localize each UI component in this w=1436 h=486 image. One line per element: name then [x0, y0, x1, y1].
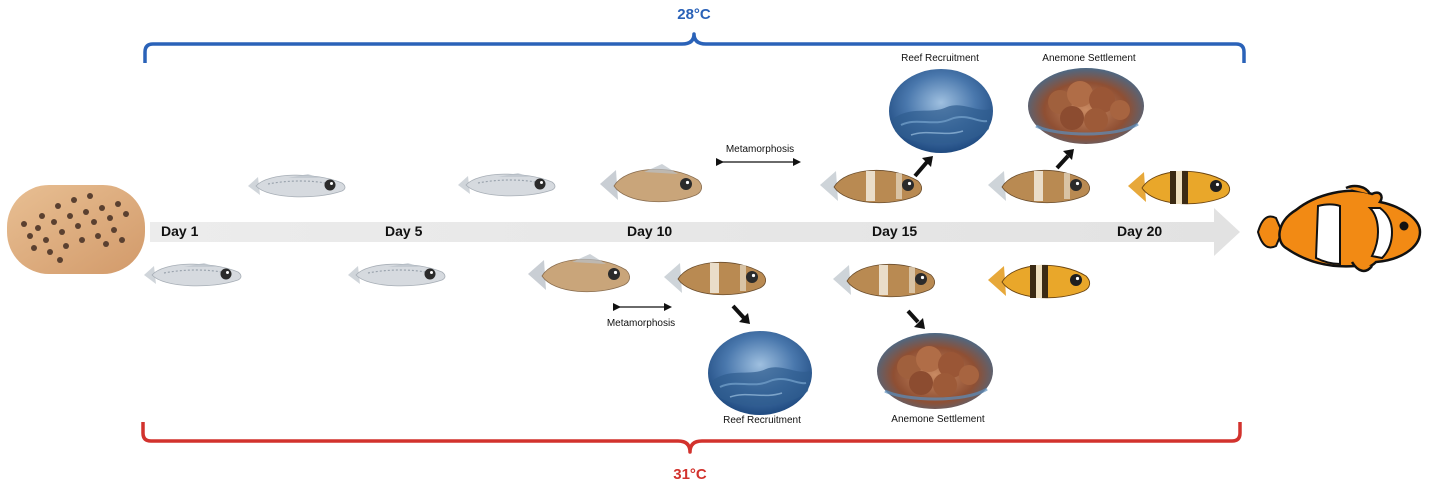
settlement-arrow-head	[922, 156, 933, 167]
temperature-label-top: 28°C	[677, 6, 711, 23]
juvenile-clownfish-icon	[832, 263, 936, 298]
adult-clownfish-icon	[1256, 184, 1422, 273]
settlement-arrow	[913, 160, 929, 178]
larval-fish-icon	[457, 172, 556, 197]
reef-recruitment-label-bottom: Reef Recruitment	[723, 415, 801, 426]
settlement-arrow	[906, 309, 920, 324]
settlement-arrow-head	[1063, 149, 1074, 160]
metamorphosis-label-bottom: Metamorphosis	[606, 318, 676, 329]
juvenile-clownfish-icon	[987, 264, 1091, 299]
larval-fish-icon	[247, 173, 346, 198]
anemone-settlement-label-bottom: Anemone Settlement	[891, 414, 985, 425]
temperature-label-bottom: 31°C	[673, 466, 707, 483]
larval-fish-icon	[143, 262, 242, 287]
settlement-arrow-head	[914, 318, 925, 329]
juvenile-clownfish-icon	[819, 169, 923, 204]
anemone-settlement-label-top: Anemone Settlement	[1042, 53, 1136, 64]
anemone-habitat-icon	[1026, 66, 1146, 146]
juvenile-clownfish-icon	[599, 163, 703, 203]
juvenile-clownfish-icon	[987, 169, 1091, 204]
egg-clutch-icon	[7, 185, 145, 274]
settlement-arrow-head	[739, 313, 750, 324]
timeline-arrow	[150, 208, 1240, 256]
day-label-15: Day 15	[872, 223, 918, 239]
day-label-20: Day 20	[1117, 223, 1163, 239]
reef-recruitment-label-top: Reef Recruitment	[901, 53, 979, 64]
larval-fish-icon	[347, 262, 446, 287]
reef-habitat-icon	[888, 68, 994, 154]
day-label-5: Day 5	[385, 223, 423, 239]
bottom-bracket	[141, 422, 1242, 454]
metamorphosis-label-top: Metamorphosis	[725, 144, 795, 155]
settlement-arrow	[731, 304, 746, 320]
juvenile-clownfish-icon	[663, 261, 767, 296]
anemone-habitat-icon	[875, 331, 995, 411]
reef-habitat-icon	[707, 330, 813, 416]
juvenile-clownfish-icon	[527, 253, 631, 293]
top-bracket	[143, 32, 1246, 63]
day-label-1: Day 1	[161, 223, 199, 239]
day-label-10: Day 10	[627, 223, 673, 239]
juvenile-clownfish-icon	[1127, 170, 1231, 205]
settlement-arrow	[1055, 154, 1070, 170]
